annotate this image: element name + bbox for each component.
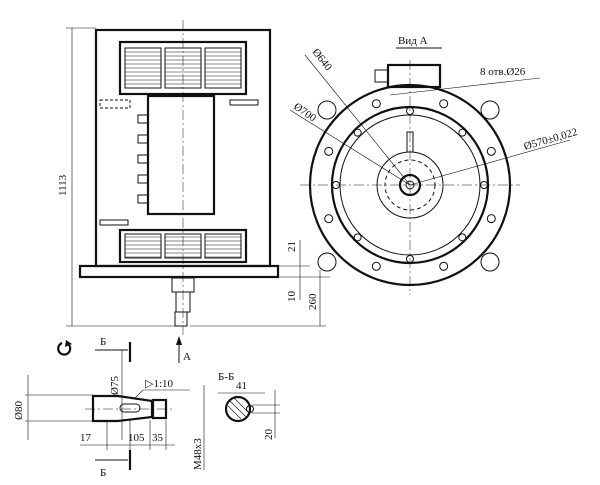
dim-21: 21 xyxy=(286,241,298,252)
section-mark-top: Б xyxy=(100,336,106,348)
leader-line xyxy=(389,77,541,96)
bolt-hole xyxy=(486,146,496,156)
nameplate xyxy=(229,99,259,106)
shaft-end xyxy=(174,311,188,327)
bolt-hole xyxy=(324,214,334,224)
leader-line xyxy=(304,54,411,186)
view-arrow-icon xyxy=(176,336,182,363)
bolt-hole xyxy=(439,261,449,271)
bolt-hole xyxy=(458,128,467,137)
terminal-lug xyxy=(137,114,149,124)
view-title: Вид А xyxy=(398,35,428,47)
bolt-hole xyxy=(353,233,362,242)
mounting-lug xyxy=(317,252,337,272)
dim-d640: Ø640 xyxy=(310,46,335,73)
top-vent-grilles xyxy=(118,40,248,258)
dim-35: 35 xyxy=(152,432,164,444)
shaft-section xyxy=(224,395,252,423)
terminal-lug xyxy=(137,154,149,164)
motor-front-view: Вид А Ø640 Ø700 8 отв.Ø26 Ø570±0,022 xyxy=(289,35,579,295)
mounting-flange xyxy=(78,264,280,279)
section-title: Б-Б xyxy=(218,371,234,383)
dim-17: 17 xyxy=(80,432,92,444)
view-arrow-label: А xyxy=(183,351,191,363)
vent-frame xyxy=(118,40,248,96)
motor-side-view: 1113 21 10 260 А xyxy=(57,20,330,363)
leader-line xyxy=(409,139,571,186)
bolt-hole xyxy=(324,146,334,156)
taper-label: ▷1:10 xyxy=(145,378,174,390)
dim-d700: Ø700 xyxy=(291,101,318,125)
bolt-hole xyxy=(371,99,381,109)
dim-height: 1113 xyxy=(57,174,69,196)
dim-20: 20 xyxy=(263,429,275,441)
terminal-lugs xyxy=(137,114,149,204)
vent-slats xyxy=(125,51,241,258)
dim-d570: Ø570±0,022 xyxy=(523,126,579,153)
mounting-lug xyxy=(480,100,500,120)
terminal-lug xyxy=(137,134,149,144)
dim-105: 105 xyxy=(128,432,145,444)
dim-10: 10 xyxy=(286,291,298,303)
terminal-box xyxy=(386,63,442,89)
mounting-lug xyxy=(480,252,500,272)
vent-frame xyxy=(118,228,248,264)
vent-grille xyxy=(204,233,242,259)
key-section xyxy=(246,405,254,413)
leader-line xyxy=(289,109,411,186)
bolt-hole xyxy=(371,261,381,271)
bottom-vent-grilles xyxy=(118,228,248,264)
bolt-hole xyxy=(486,214,496,224)
terminal-box xyxy=(146,94,216,216)
vent-grille xyxy=(164,233,202,259)
shaft-detail: Б Б Ø80 Ø75 ▷1:10 17 105 35 M48x3 xyxy=(13,336,205,479)
leader-line xyxy=(134,389,144,399)
vent-grille xyxy=(124,233,162,259)
bolt-holes xyxy=(324,99,496,271)
tapered-shaft xyxy=(91,394,154,423)
dim-d80: Ø80 xyxy=(13,401,25,420)
section-view: Б-Б 41 20 xyxy=(218,371,280,440)
bolt-hole xyxy=(439,99,449,109)
bolt-hole xyxy=(353,128,362,137)
dim-d75: Ø75 xyxy=(109,376,121,395)
dim-41: 41 xyxy=(236,380,247,392)
mounting-lug xyxy=(317,100,337,120)
rotation-arrow-icon xyxy=(57,340,72,356)
dim-260: 260 xyxy=(307,293,319,310)
keyway xyxy=(119,403,141,413)
terminal-lug xyxy=(137,174,149,184)
thread-label: M48x3 xyxy=(192,438,204,470)
bolt-hole xyxy=(458,233,467,242)
cable-gland xyxy=(374,69,389,83)
section-mark-bottom: Б xyxy=(100,467,106,479)
nameplate xyxy=(99,219,129,226)
section-hatching xyxy=(227,397,249,420)
terminal-lug xyxy=(137,194,149,204)
hidden-bracket xyxy=(99,99,131,109)
holes-label: 8 отв.Ø26 xyxy=(480,66,526,78)
